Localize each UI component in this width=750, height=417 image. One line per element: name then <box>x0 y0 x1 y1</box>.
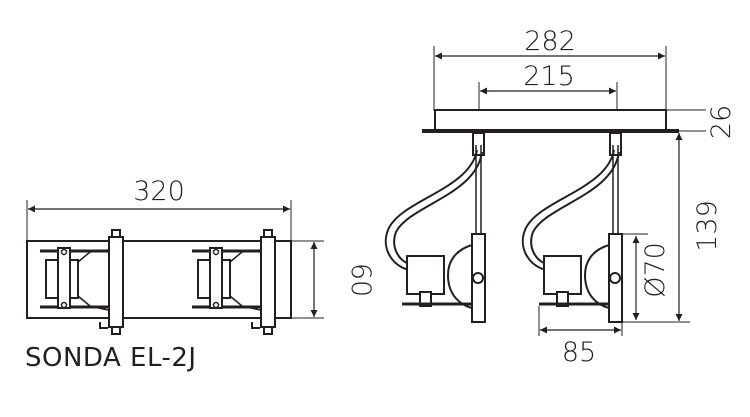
ceiling-base <box>434 109 667 131</box>
dim-label-215: 215 <box>523 61 575 92</box>
dim-label-139: 139 <box>692 200 723 252</box>
lamp-side-2 <box>521 132 623 323</box>
lamp-side-1 <box>384 132 486 323</box>
lamp-top-2 <box>192 229 276 335</box>
dim-label-320: 320 <box>133 176 185 207</box>
dim-label-diameter-70: Ø70 <box>640 242 671 298</box>
dim-label-282: 282 <box>524 26 576 57</box>
dim-label-85: 85 <box>562 337 596 368</box>
base-plate <box>26 240 292 319</box>
lamp-top-1 <box>40 229 124 335</box>
dim-label-26: 26 <box>706 105 737 139</box>
side-view <box>384 46 706 336</box>
top-view <box>26 200 324 335</box>
dim-label-60: 60 <box>345 263 376 297</box>
product-name: SONDA EL-2J <box>25 343 197 373</box>
